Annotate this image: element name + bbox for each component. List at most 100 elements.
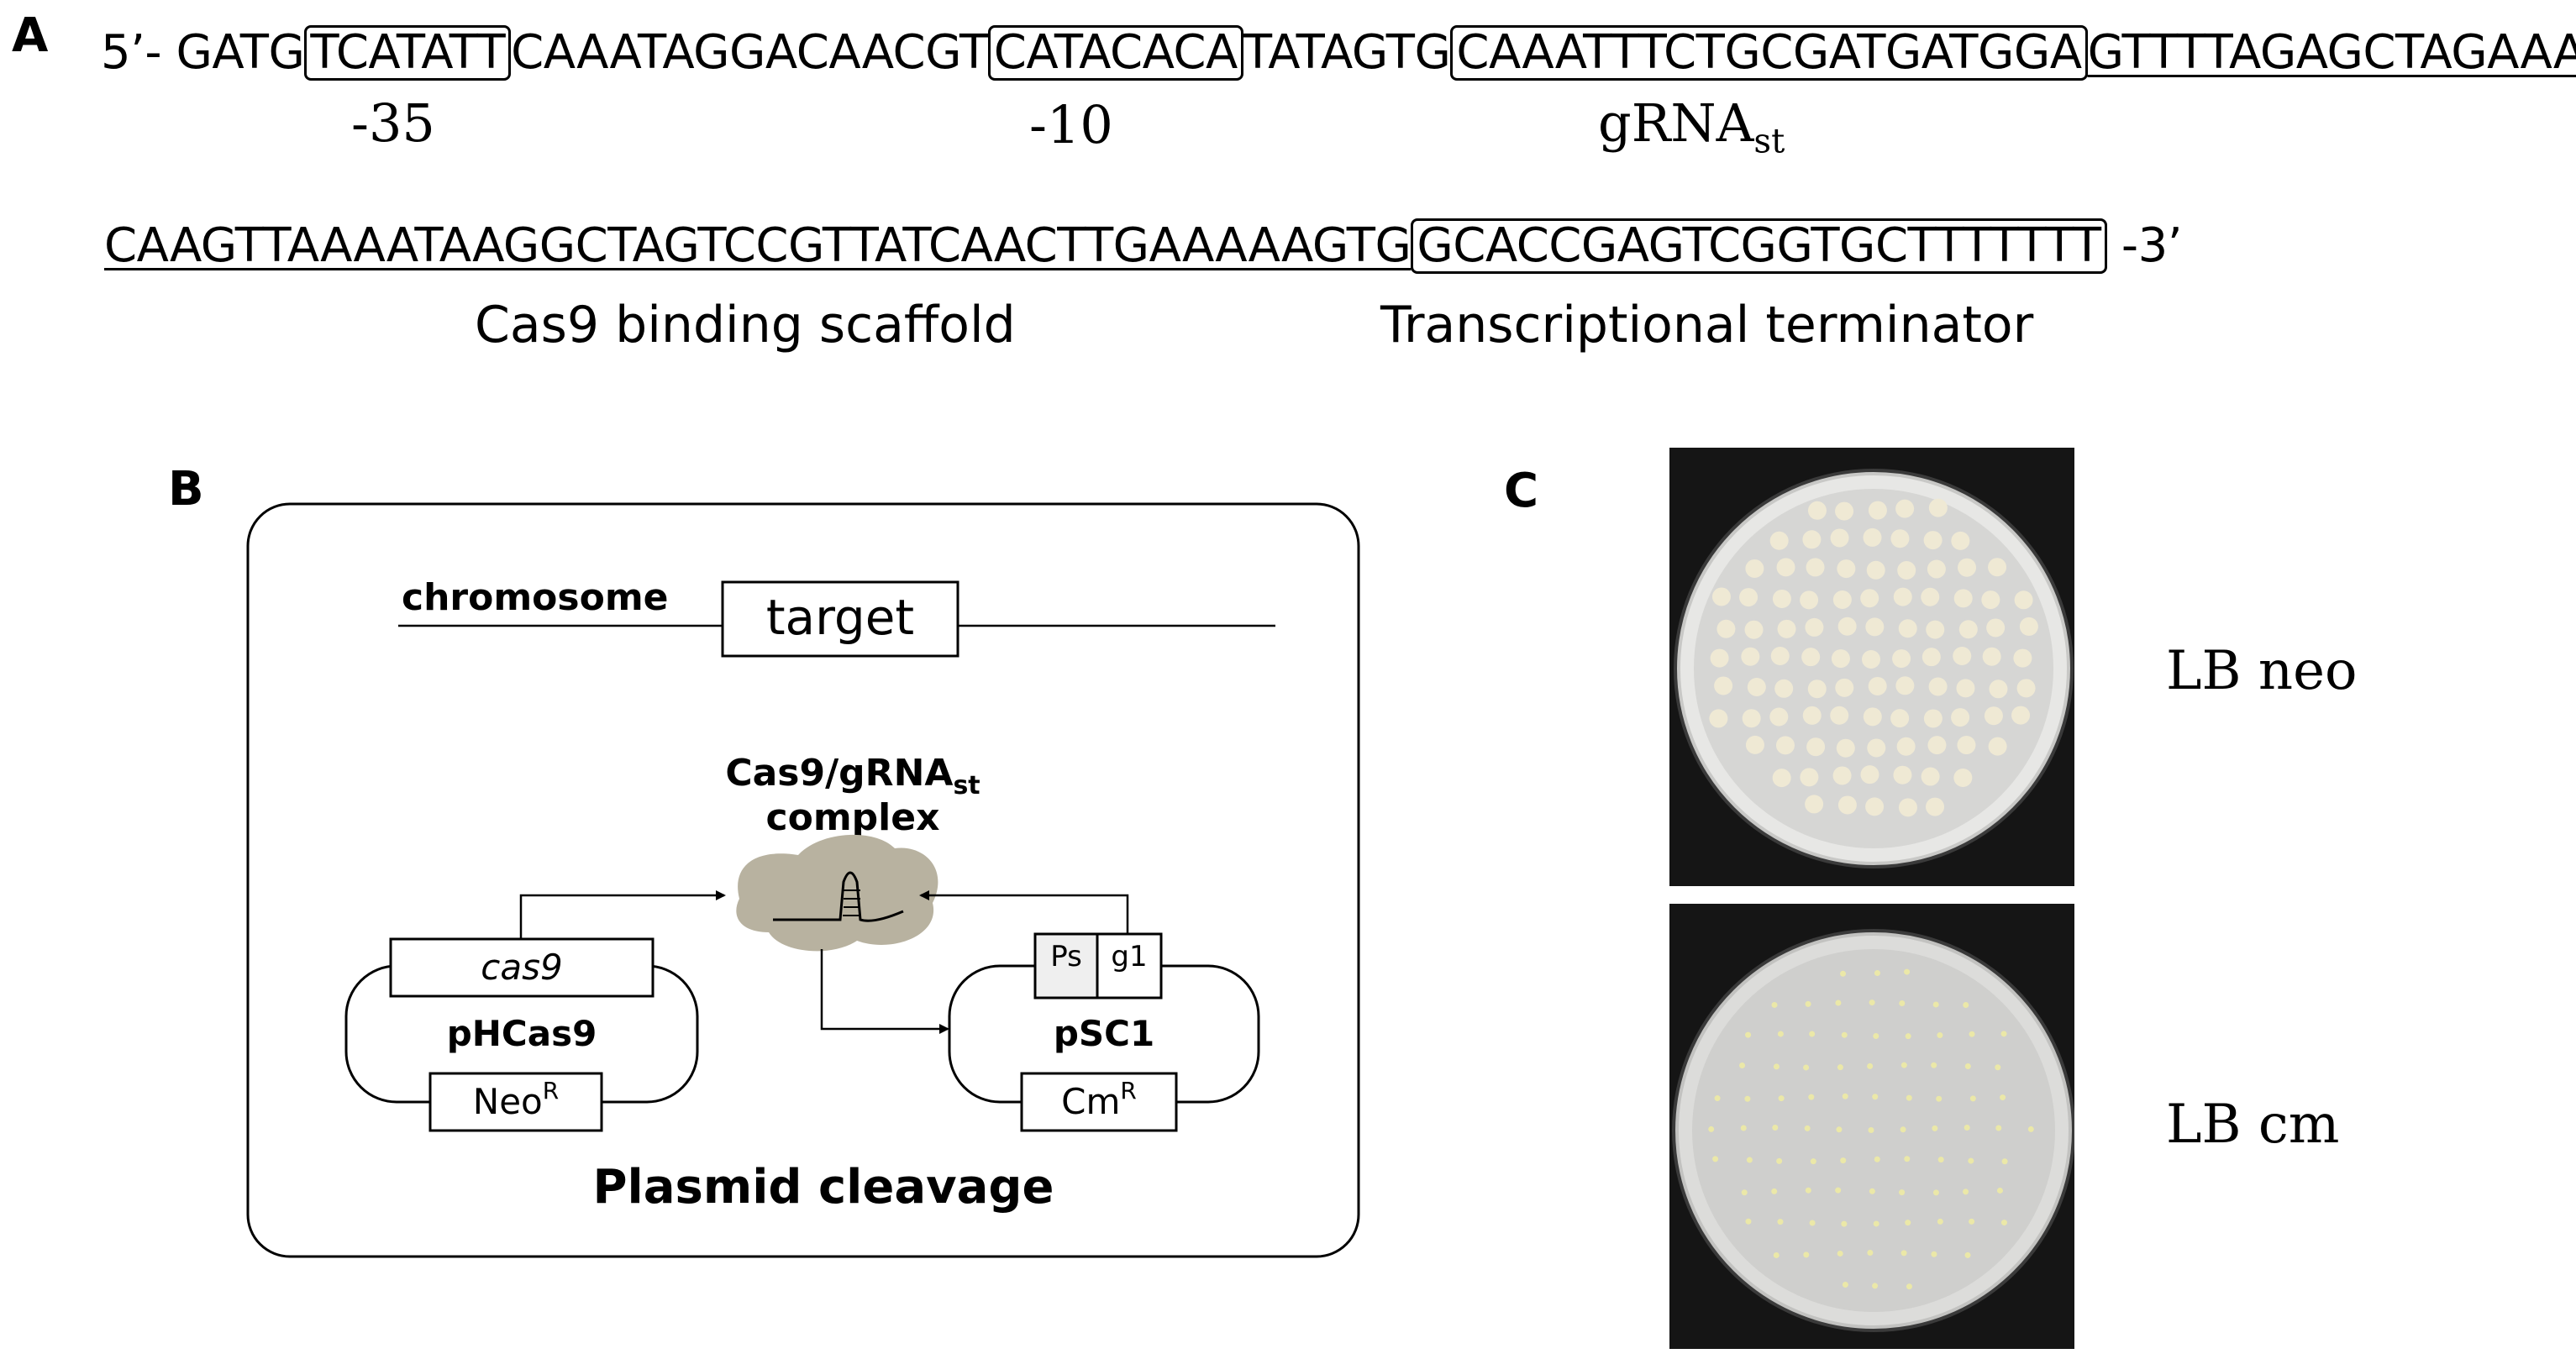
colony: [1777, 1031, 1784, 1037]
colony: [1869, 1000, 1875, 1006]
colony: [1831, 649, 1850, 669]
colony: [1906, 1283, 1912, 1290]
colony: [1778, 1095, 1785, 1102]
colony: [1951, 708, 1970, 727]
colony: [1773, 1063, 1780, 1070]
colony: [1953, 768, 1973, 787]
colony: [1937, 1032, 1943, 1039]
colony: [1772, 769, 1791, 788]
colony: [1841, 1220, 1848, 1227]
colony: [1772, 1125, 1779, 1131]
colony: [1905, 1220, 1911, 1226]
colony: [1830, 528, 1849, 548]
colony: [1953, 589, 1973, 608]
colony: [1895, 676, 1915, 695]
colony: [1840, 970, 1847, 977]
colony: [1969, 1095, 1976, 1102]
seq-mid-1: CAAATAGGACAACGT: [511, 25, 988, 80]
colony: [1802, 706, 1822, 725]
colony: [1805, 1187, 1811, 1194]
colony: [1712, 1156, 1719, 1162]
panel-a-label: A: [12, 8, 49, 63]
colony: [1895, 499, 1915, 518]
cm-colony-grid: [1708, 968, 2034, 1290]
colony: [1872, 1283, 1879, 1289]
minus35-label: -35: [351, 92, 435, 154]
colony: [1835, 1187, 1842, 1194]
arrow-complex-to-psc1: [820, 949, 949, 1034]
colony: [1806, 737, 1826, 757]
ps-promoter-box: [1033, 932, 1099, 1000]
minus10-box: CATACACA: [987, 25, 1243, 81]
phcas9-label: pHCas9: [447, 1013, 597, 1054]
scaffold-seq-2: CAAGTTAAAATAAGGCTAGTCCGTTATCAACTTGAAAAAG…: [104, 218, 1412, 273]
grna-hairpin-icon: [773, 871, 904, 922]
colony: [1747, 678, 1766, 697]
plate-photo-cm: [1669, 904, 2074, 1349]
colony: [1745, 735, 1764, 754]
colony: [1868, 676, 1887, 695]
grna-label-text: gRNA: [1598, 92, 1754, 154]
chromosome-label: chromosome: [402, 576, 669, 619]
colony: [1842, 1093, 1848, 1099]
colony: [1837, 1250, 1843, 1257]
colony: [1863, 527, 1882, 547]
colony: [1807, 501, 1827, 520]
colony: [1777, 1219, 1784, 1225]
colony: [1868, 501, 1887, 520]
colony: [1928, 498, 1948, 517]
colony: [1898, 798, 1917, 817]
grna-label-sub: st: [1753, 121, 1785, 161]
colony: [1716, 619, 1736, 638]
colony: [1835, 501, 1854, 521]
colony: [2019, 617, 2038, 636]
colony: [1739, 588, 1759, 607]
colony: [1931, 1062, 1937, 1068]
colony: [1709, 709, 1728, 728]
colony: [1860, 765, 1879, 784]
terminator-box: GCACCGAGTCGGTGCTTTTTTT: [1411, 218, 2107, 274]
colony: [1921, 767, 1940, 786]
seq-mid-2: TATAGTG: [1243, 25, 1451, 80]
colony: [1904, 1156, 1911, 1162]
colony: [1873, 1220, 1879, 1227]
colony: [1969, 1218, 1975, 1225]
colony: [1988, 737, 2007, 756]
colony: [1745, 1031, 1752, 1038]
colony: [1928, 677, 1948, 696]
panel-c-label: C: [1504, 464, 1539, 518]
cm-resistance-box: [1020, 1072, 1178, 1132]
colony: [1964, 1251, 1971, 1258]
colony: [1772, 589, 1791, 608]
colony: [1923, 531, 1943, 550]
colony: [1840, 1157, 1847, 1164]
colony: [1832, 590, 1852, 609]
colony: [1951, 531, 1970, 550]
colony: [1714, 676, 1733, 695]
colony: [1744, 620, 1764, 639]
colony: [1874, 970, 1880, 977]
ps-label: Ps: [1050, 940, 1082, 973]
colony: [1708, 1126, 1715, 1132]
colony: [1927, 736, 1947, 755]
colony: [1800, 768, 1819, 787]
colony: [1773, 1251, 1780, 1258]
colony: [1867, 738, 1886, 758]
colony: [1984, 706, 2003, 726]
colony: [1837, 795, 1857, 815]
colony: [1810, 1158, 1816, 1165]
colony: [1953, 647, 1972, 666]
colony: [1872, 1094, 1879, 1100]
target-box: [721, 580, 959, 658]
colony: [1900, 1126, 1906, 1133]
complex-label-line1: Cas9/gRNAst: [725, 752, 980, 800]
colony: [1904, 968, 1911, 975]
colony: [1931, 1251, 1937, 1257]
colony: [1837, 1064, 1843, 1071]
colony: [1932, 1001, 1939, 1008]
colony: [1865, 617, 1885, 637]
colony: [1837, 559, 1856, 579]
colony: [1958, 558, 1977, 577]
colony: [2014, 590, 2033, 610]
